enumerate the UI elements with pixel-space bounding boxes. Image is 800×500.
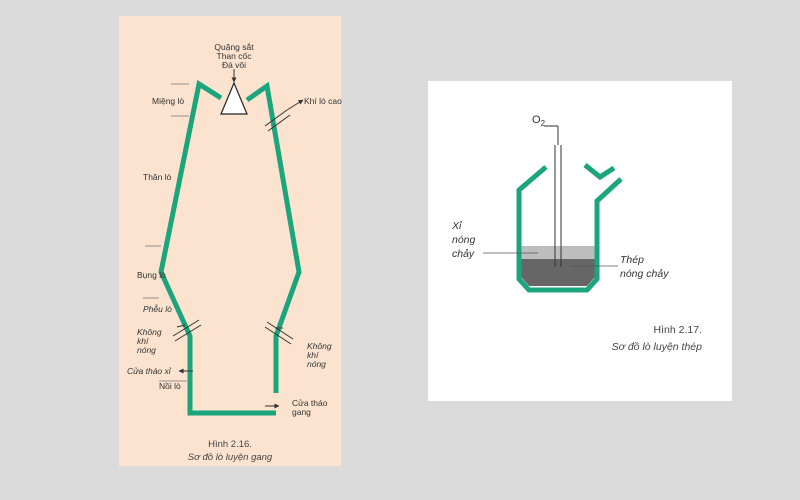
steel-furnace-figure: O2 Xỉ nóng chảy Thép nóng chảy Hình 2.17… [428, 81, 732, 401]
label-noi-lo: Nồi lò [159, 381, 181, 391]
label-xi-1: Xỉ [451, 220, 463, 232]
right-tuyere [264, 321, 294, 345]
left-tuyere [172, 319, 202, 342]
label-air-left-3: nóng [137, 345, 156, 355]
molten-steel [521, 259, 595, 286]
converter-left-wall [516, 165, 623, 293]
converter-spout [583, 163, 616, 181]
figure-number: Hình 2.17. [654, 324, 702, 336]
gas-outlet-pipe [264, 99, 304, 132]
figure-title: Sơ đồ lò luyện gang [188, 452, 273, 463]
label-than-lo: Thân lò [143, 172, 172, 182]
label-pheu-lo: Phễu lò [143, 304, 172, 314]
label-thep-1: Thép [620, 254, 644, 266]
molten-slag [521, 246, 595, 259]
label-charge-2: Than cốc [217, 51, 253, 61]
label-khi-lo-cao: Khí lò cao [304, 96, 342, 106]
figure-number: Hình 2.16. [208, 439, 252, 450]
label-xi-3: chảy [452, 248, 475, 260]
label-air-right-1: Không [307, 341, 332, 351]
label-bung-lo: Bụng lò [137, 270, 166, 280]
label-thep-2: nóng chảy [620, 268, 669, 280]
charge-hopper [220, 81, 248, 115]
blast-furnace-diagram: Quặng sắt Than cốc Đá vôi Miệng lò Khí l… [127, 42, 342, 463]
blast-furnace-figure: Quặng sắt Than cốc Đá vôi Miệng lò Khí l… [119, 16, 342, 466]
label-cua-thao-gang-2: gang [292, 407, 311, 417]
label-xi-2: nóng [452, 234, 476, 246]
label-cua-thao-xi: Cửa tháo xỉ [127, 366, 172, 376]
label-charge-3: Đá vôi [222, 60, 246, 70]
furnace-left-wall [158, 79, 276, 416]
label-air-left-2: khí [137, 336, 150, 346]
label-charge-1: Quặng sắt [214, 42, 254, 52]
label-air-right-3: nóng [307, 359, 326, 369]
label-mieng-lo: Miệng lò [152, 96, 184, 106]
figure-title: Sơ đồ lò luyện thép [612, 341, 703, 353]
label-air-left-1: Không [137, 327, 162, 337]
label-cua-thao-gang-1: Cửa tháo [292, 398, 328, 408]
zone-ticks [143, 83, 189, 382]
furnace-right-wall [245, 81, 302, 393]
label-oxygen: O2 [532, 114, 546, 128]
steel-furnace-diagram: O2 Xỉ nóng chảy Thép nóng chảy Hình 2.17… [451, 114, 703, 353]
label-air-right-2: khí [307, 350, 320, 360]
